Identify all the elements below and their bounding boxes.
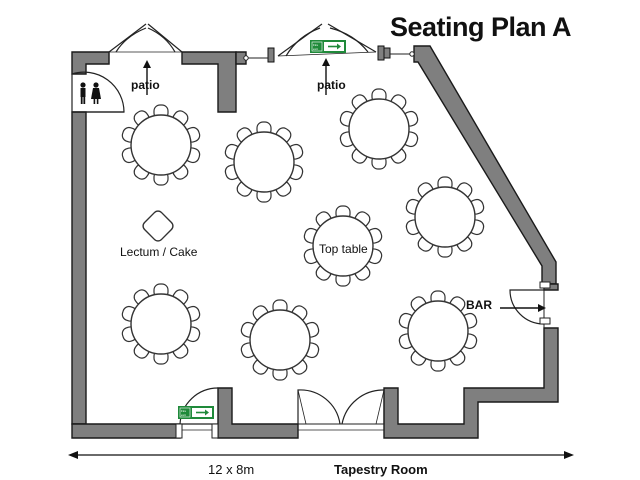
round-tables [121,88,485,381]
patio-label-right: patio [317,78,346,92]
round-table [398,290,478,372]
fire-exit-sign-icon: Fire exit [178,406,214,419]
wall-left [71,111,87,425]
patio-arrow-right [322,58,330,95]
round-table [121,104,201,186]
table-top [312,215,374,277]
wall-bottom-middle [217,387,299,439]
svg-text:exit: exit [313,47,318,51]
table-top [414,186,476,248]
round-table [405,176,485,258]
patio-door-left [108,23,183,64]
table-top [249,309,311,371]
top-table-label: Top table [319,242,368,256]
wall-top-stub [235,51,247,65]
dimension-line [68,451,574,459]
toilet-door [71,71,125,113]
toilet-icon [80,82,101,104]
table-top [130,293,192,355]
main-entrance-door [297,389,385,431]
patio-door-right [243,23,415,63]
round-table [339,88,419,170]
plan-title: Seating Plan A [390,12,571,42]
round-table [224,121,304,203]
table-top [407,300,469,362]
wall-top-pillar [181,51,237,113]
round-table [121,283,201,365]
table-top [348,98,410,160]
bar-label: BAR [466,298,492,312]
lectern-cake-table [142,210,174,242]
svg-text:Fire: Fire [181,409,186,413]
fire-exit-door-bottom [175,387,219,439]
bar-door [500,281,551,328]
room-name: Tapestry Room [334,462,428,477]
svg-text:exit: exit [181,413,186,417]
table-top [130,114,192,176]
patio-arrow-left [143,60,151,95]
round-table [303,205,383,287]
svg-text:Fire: Fire [313,43,318,47]
lectern-label: Lectum / Cake [120,245,198,259]
wall-top-left [71,51,110,75]
walls [71,45,559,439]
patio-label-left: patio [131,78,160,92]
room-dimensions: 12 x 8m [208,462,254,477]
wall-diagonal [413,45,557,285]
table-top [233,131,295,193]
fire-exit-sign-icon: Fire exit [310,40,346,53]
round-table [240,299,320,381]
wall-bottom-left [71,423,181,439]
